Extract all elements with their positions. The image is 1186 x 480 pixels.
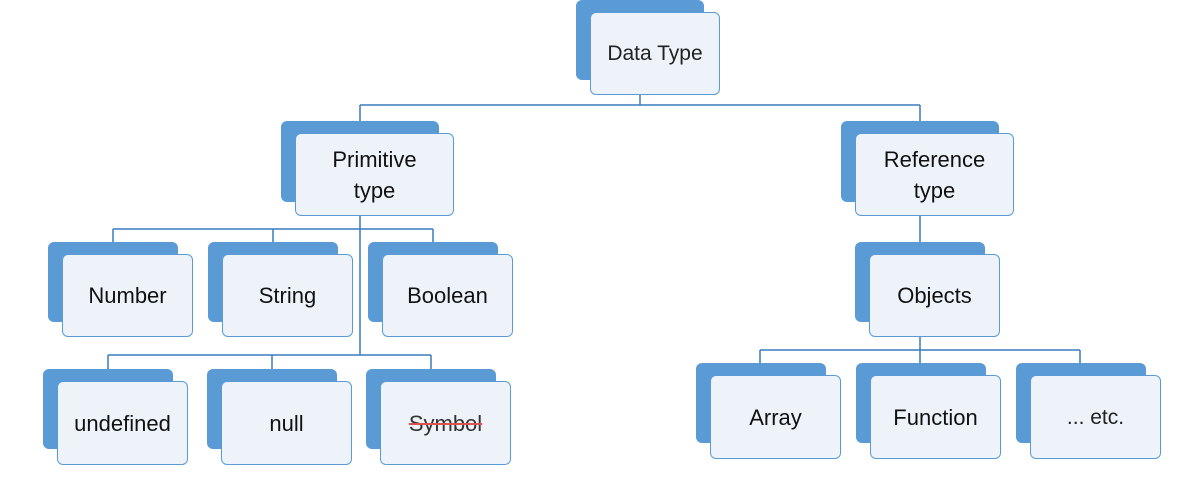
node-label: Array bbox=[710, 375, 841, 459]
node-label: Primitive type bbox=[295, 133, 454, 216]
node-label: String bbox=[222, 254, 353, 337]
node-label: undefined bbox=[57, 381, 188, 465]
node-label: Objects bbox=[869, 254, 1000, 337]
node-label: Boolean bbox=[382, 254, 513, 337]
node-label-wrapper: Symbol bbox=[380, 381, 511, 465]
node-label-struck: Symbol bbox=[408, 410, 483, 436]
node-label: Number bbox=[62, 254, 193, 337]
node-label: Reference type bbox=[855, 133, 1014, 216]
node-label: ... etc. bbox=[1030, 375, 1161, 459]
node-label: Function bbox=[870, 375, 1001, 459]
node-label: Data Type bbox=[590, 12, 720, 95]
node-label: null bbox=[221, 381, 352, 465]
